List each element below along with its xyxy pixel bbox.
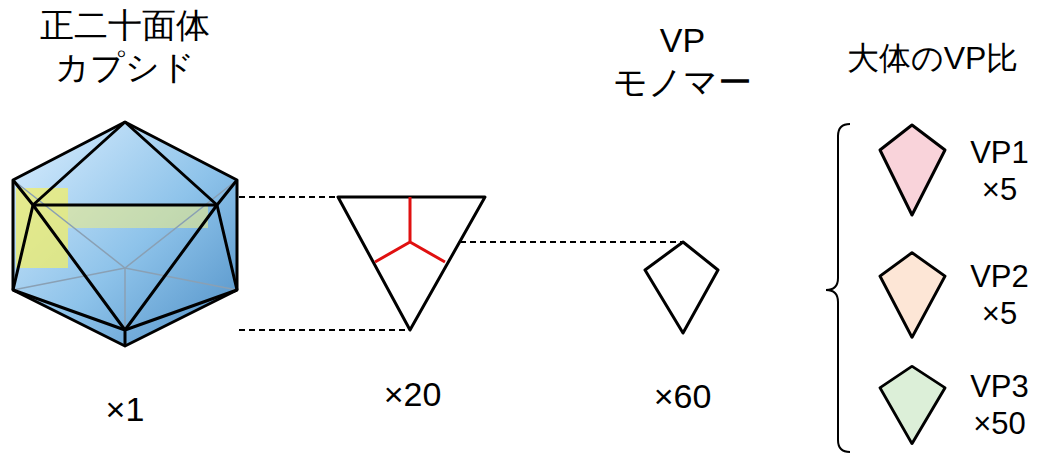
text-box: VP3 ×50 xyxy=(957,368,1042,442)
node-outline xyxy=(640,238,725,338)
text-box: VP2 ×5 xyxy=(957,258,1042,332)
node-outline xyxy=(872,120,952,220)
node-text: VP モノマー xyxy=(613,21,752,101)
text-box: ×20 xyxy=(330,373,495,415)
text-box: ×1 xyxy=(60,388,190,430)
node-text: ×20 xyxy=(384,375,442,413)
node-text: VP3 ×50 xyxy=(970,369,1029,441)
text-box: 正二十面体 カプシド xyxy=(20,4,230,88)
triangle-face: ×20 xyxy=(330,180,495,430)
text-box: VP1 ×5 xyxy=(957,134,1042,208)
text-box: ×60 xyxy=(595,375,770,417)
node-text: ×1 xyxy=(106,390,145,428)
node-outline xyxy=(872,362,952,448)
node-text: VP2 ×5 xyxy=(970,259,1029,331)
node-outline xyxy=(335,195,490,335)
node-text: ×60 xyxy=(654,377,712,415)
node-outline xyxy=(872,248,952,342)
node-outline xyxy=(8,118,242,350)
node-text: 正二十面体 カプシド xyxy=(40,6,210,86)
node-text: VP1 ×5 xyxy=(970,135,1029,207)
vp-monomer: VP モノマー ×60 xyxy=(595,15,770,430)
heading-label: 大体のVP比 xyxy=(847,40,1019,76)
text-box: VP モノマー xyxy=(595,19,770,103)
vp3-kite: VP3 ×50 xyxy=(872,362,1048,450)
vp2-kite: VP2 ×5 xyxy=(872,248,1048,342)
label-box: 大体のVP比 xyxy=(815,38,1050,78)
capsid-figure: 正二十面体 カプシド ×1 xyxy=(0,0,250,453)
curly-bracket xyxy=(826,124,850,452)
vp1-kite: VP1 ×5 xyxy=(872,120,1048,220)
